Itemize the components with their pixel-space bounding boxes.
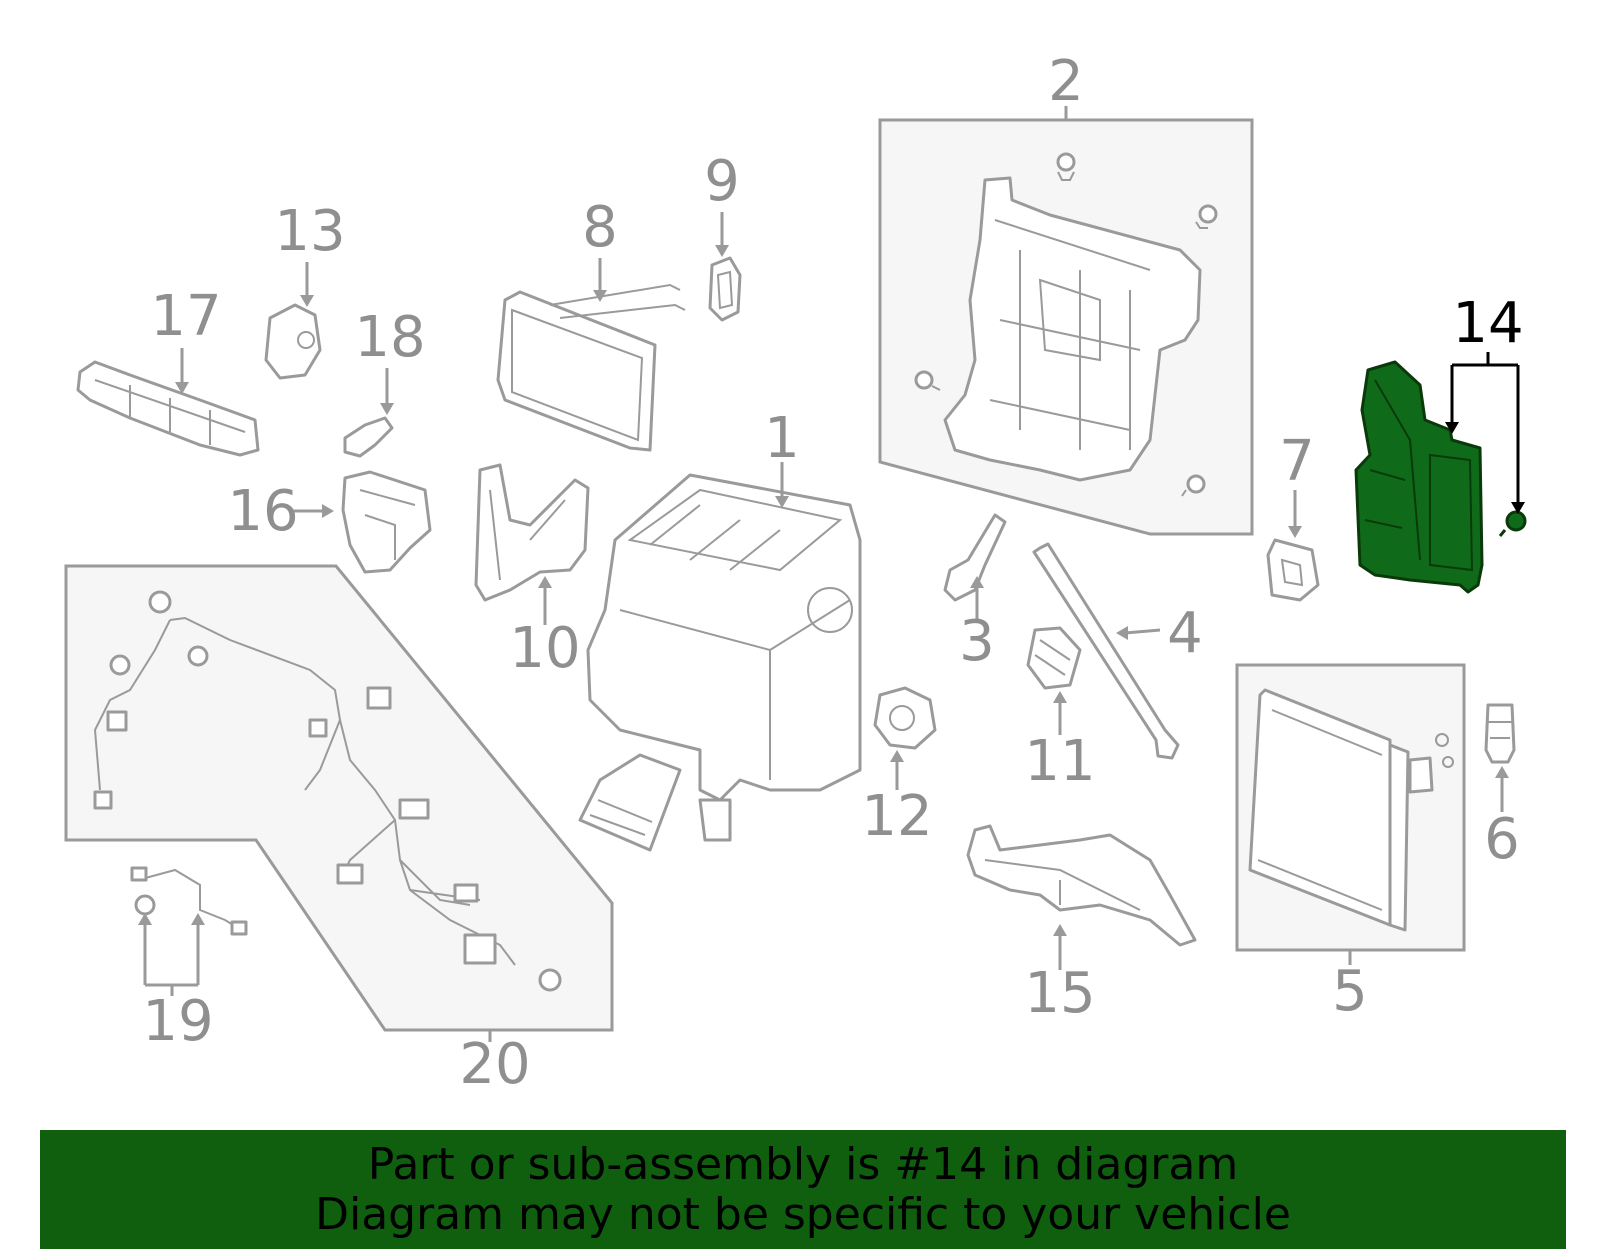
callout-5: 5 — [1332, 959, 1368, 1024]
callout-19: 19 — [142, 989, 213, 1054]
part-13-group[interactable] — [264, 262, 322, 380]
part-16-group[interactable] — [292, 470, 432, 574]
banner-line-1: Part or sub-assembly is #14 in diagram — [367, 1138, 1239, 1190]
callout-14: 14 — [1452, 291, 1523, 356]
part-18-group[interactable] — [343, 368, 394, 458]
callout-10: 10 — [509, 616, 580, 681]
part-20-group[interactable] — [64, 564, 614, 1042]
callout-11: 11 — [1024, 729, 1095, 794]
callout-18: 18 — [354, 305, 425, 370]
banner-line-2: Diagram may not be specific to your vehi… — [315, 1188, 1291, 1240]
part-4-group[interactable] — [1032, 542, 1180, 760]
part-2-group[interactable] — [878, 106, 1254, 536]
part-3-group[interactable] — [943, 513, 1007, 620]
callout-8: 8 — [582, 195, 618, 260]
info-banner: Part or sub-assembly is #14 in diagram D… — [40, 1130, 1566, 1249]
callout-12: 12 — [861, 784, 932, 849]
callout-7: 7 — [1279, 429, 1315, 494]
callout-4: 4 — [1167, 601, 1203, 666]
callout-13: 13 — [274, 199, 345, 264]
callout-17: 17 — [150, 284, 221, 349]
part-11-group[interactable] — [1026, 626, 1082, 735]
part-1-group[interactable] — [578, 462, 862, 852]
callout-16: 16 — [227, 479, 298, 544]
part-9-group[interactable] — [708, 212, 742, 322]
callout-2: 2 — [1048, 49, 1084, 114]
part-5-group[interactable] — [1235, 663, 1466, 965]
part-8-group[interactable] — [496, 258, 686, 452]
part-10-group[interactable] — [474, 463, 590, 625]
callout-20: 20 — [459, 1032, 530, 1097]
part-15-group[interactable] — [966, 824, 1197, 970]
callout-3: 3 — [959, 609, 995, 674]
callout-6: 6 — [1484, 807, 1520, 872]
callout-9: 9 — [704, 149, 740, 214]
part-7-group[interactable] — [1266, 490, 1320, 602]
part-14-group[interactable] — [1354, 352, 1527, 594]
part-19-group[interactable] — [130, 866, 248, 996]
part-6-group[interactable] — [1484, 703, 1516, 812]
part-17-group[interactable] — [76, 348, 260, 457]
part-12-group[interactable] — [873, 686, 937, 790]
callout-15: 15 — [1024, 961, 1095, 1026]
callout-1: 1 — [764, 406, 800, 471]
